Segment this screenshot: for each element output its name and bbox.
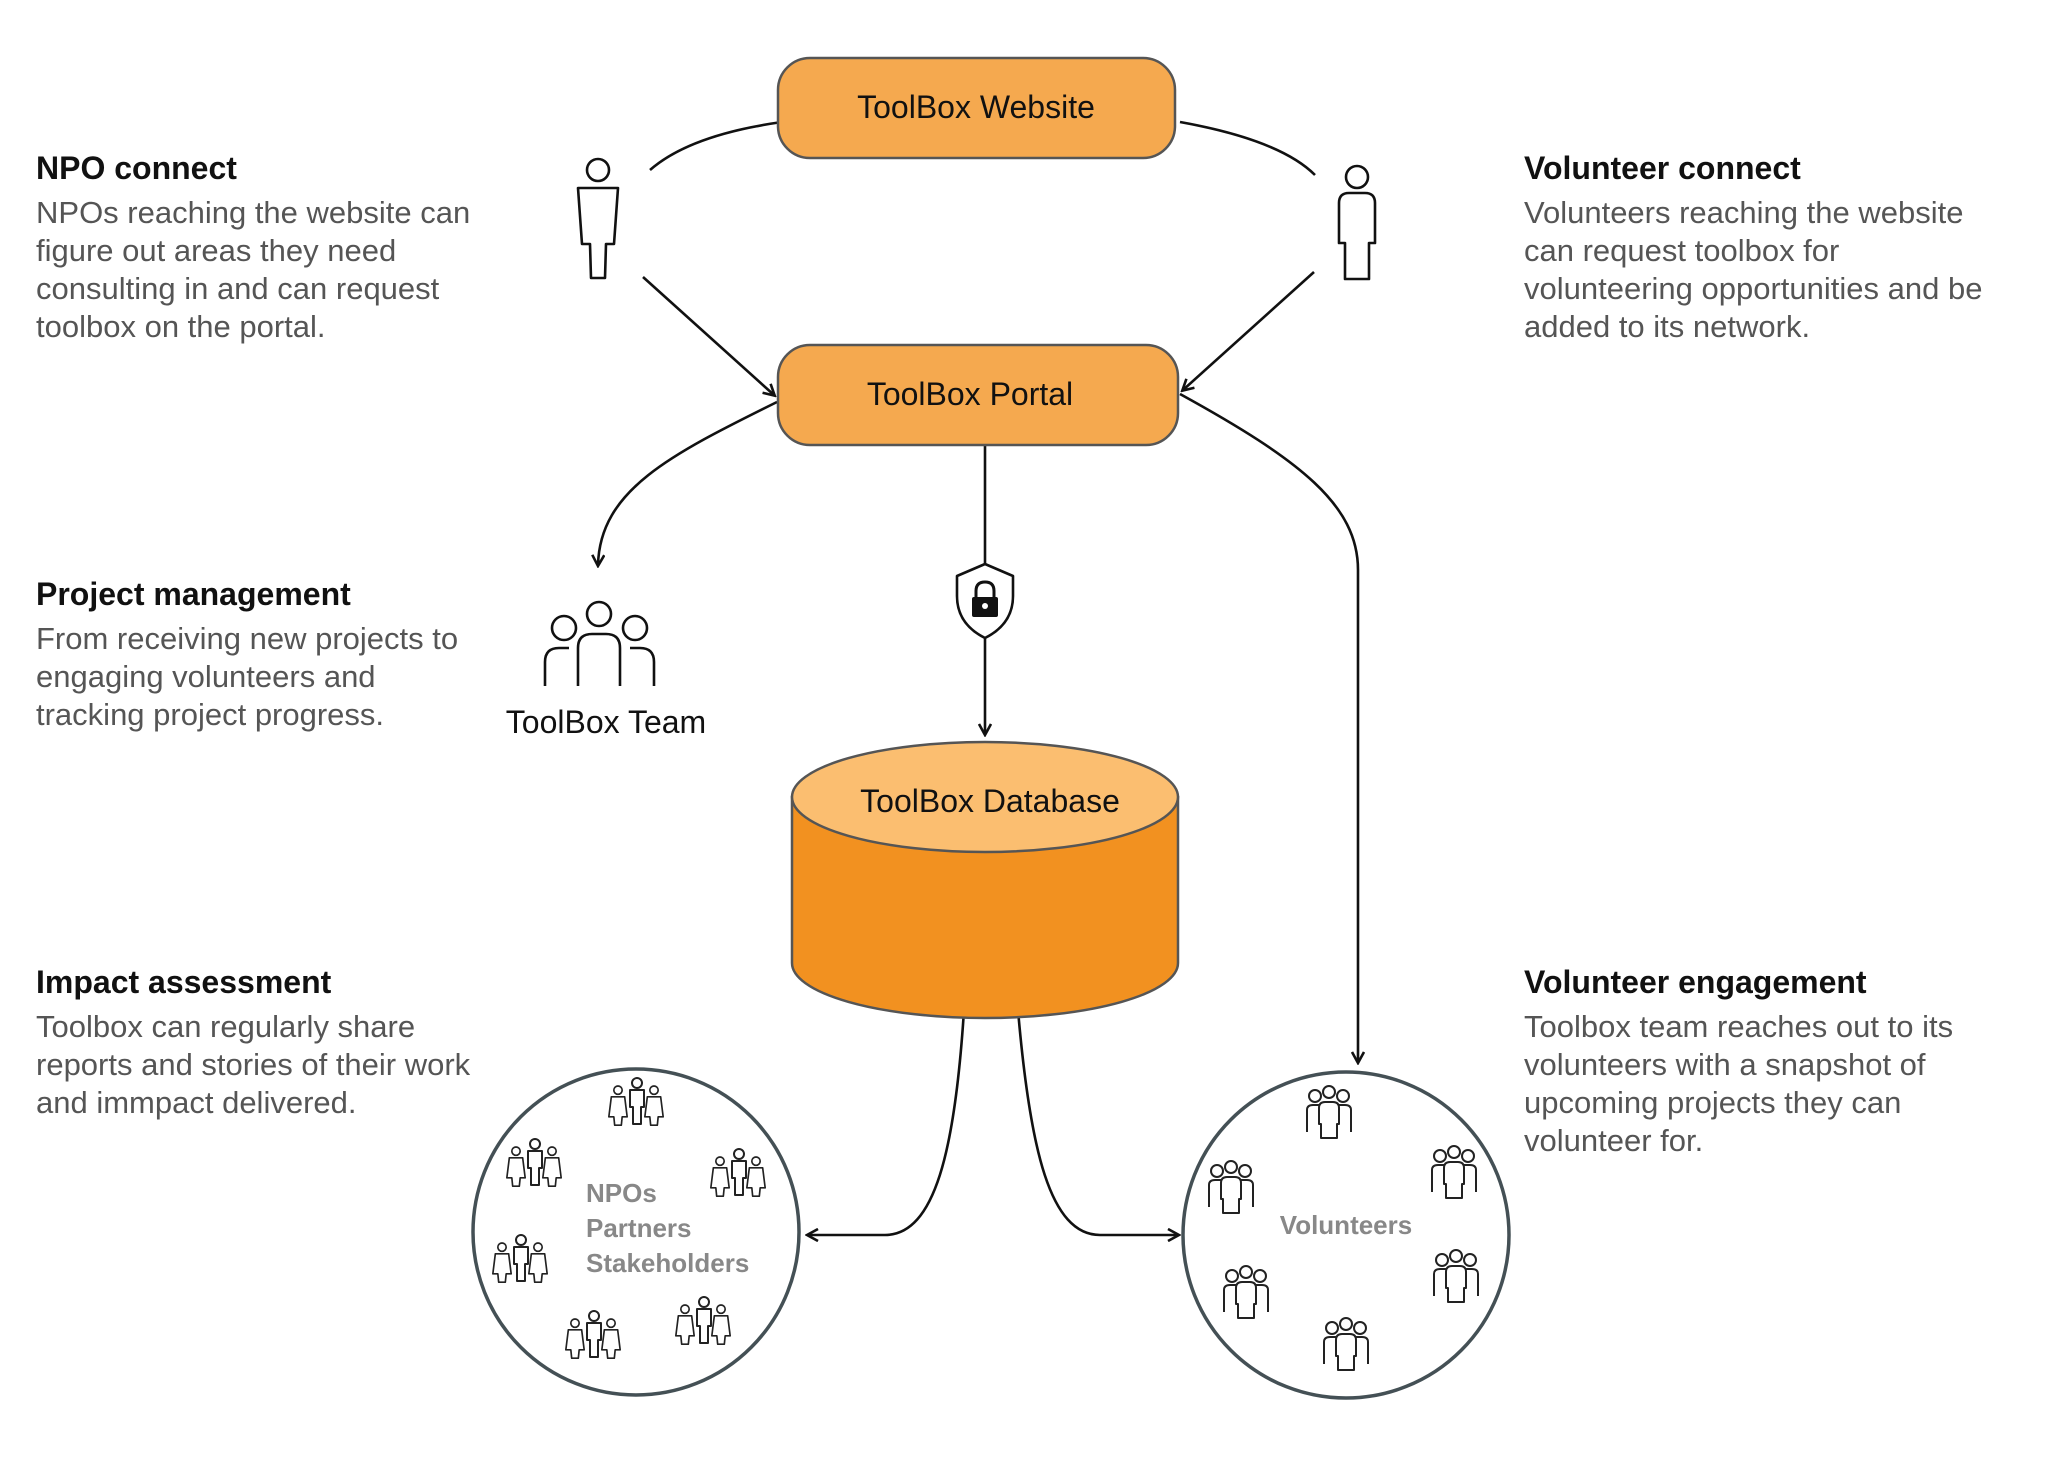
section-npo-connect: NPO connect NPOs reaching the website ca…	[36, 148, 506, 346]
section-title: NPO connect	[36, 150, 237, 186]
arrow-volunteer-to-portal	[1183, 271, 1315, 390]
section-title: Volunteer engagement	[1524, 964, 1867, 1000]
group-label-volunteers: Volunteers	[1280, 1210, 1412, 1240]
database-label: ToolBox Database	[860, 783, 1120, 819]
volunteers-group: Volunteers	[1181, 1070, 1511, 1400]
section-project-management: Project management From receiving new pr…	[36, 574, 506, 734]
shield-lock-icon	[955, 562, 1015, 640]
person-icon	[1337, 164, 1377, 281]
website-node: ToolBox Website	[776, 56, 1177, 160]
section-title: Project management	[36, 576, 351, 612]
section-description: NPOs reaching the website can figure out…	[36, 195, 471, 344]
stakeholders-group: NPOs Partners Stakeholders	[471, 1067, 801, 1397]
team-icon	[1323, 1317, 1369, 1371]
arrow-npo-to-portal	[642, 276, 774, 395]
connector-website-left	[649, 120, 783, 171]
website-label: ToolBox Website	[857, 89, 1095, 125]
team-icon	[1431, 1145, 1477, 1199]
team-icon	[1223, 1265, 1269, 1319]
database-node: ToolBox Database	[790, 740, 1180, 1020]
section-title: Volunteer connect	[1524, 150, 1801, 186]
arrow-database-to-stakeholders	[808, 1009, 966, 1235]
section-impact-assessment: Impact assessment Toolbox can regularly …	[36, 962, 506, 1122]
section-description: Volunteers reaching the website can requ…	[1524, 195, 1983, 344]
section-description: From receiving new projects to engaging …	[36, 621, 459, 732]
arrow-portal-to-volunteers	[1179, 392, 1358, 1062]
section-description: Toolbox team reaches out to its voluntee…	[1524, 1009, 1954, 1158]
section-title: Impact assessment	[36, 964, 332, 1000]
group-label-partners: Partners	[586, 1213, 692, 1243]
arrow-database-to-volunteers	[1016, 1009, 1178, 1235]
arrow-portal-to-team	[598, 400, 778, 565]
group-label-stakeholders: Stakeholders	[586, 1248, 749, 1278]
team-icon	[1208, 1160, 1254, 1214]
team-icon	[1306, 1085, 1352, 1139]
connector-website-right	[1179, 120, 1316, 176]
person-icon	[576, 157, 620, 280]
section-description: Toolbox can regularly share reports and …	[36, 1009, 471, 1120]
svg-text:NPOs Partners Stak: NPOs Partners Stakeholders	[586, 1178, 749, 1278]
team-label: ToolBox Team	[506, 704, 706, 740]
team-icon	[1433, 1249, 1479, 1303]
group-label-npos: NPOs	[586, 1178, 657, 1208]
section-volunteer-connect: Volunteer connect Volunteers reaching th…	[1524, 148, 1994, 346]
section-volunteer-engagement: Volunteer engagement Toolbox team reache…	[1524, 962, 1994, 1160]
portal-node: ToolBox Portal	[776, 343, 1180, 447]
portal-label: ToolBox Portal	[867, 376, 1073, 412]
team-icon	[543, 600, 656, 686]
